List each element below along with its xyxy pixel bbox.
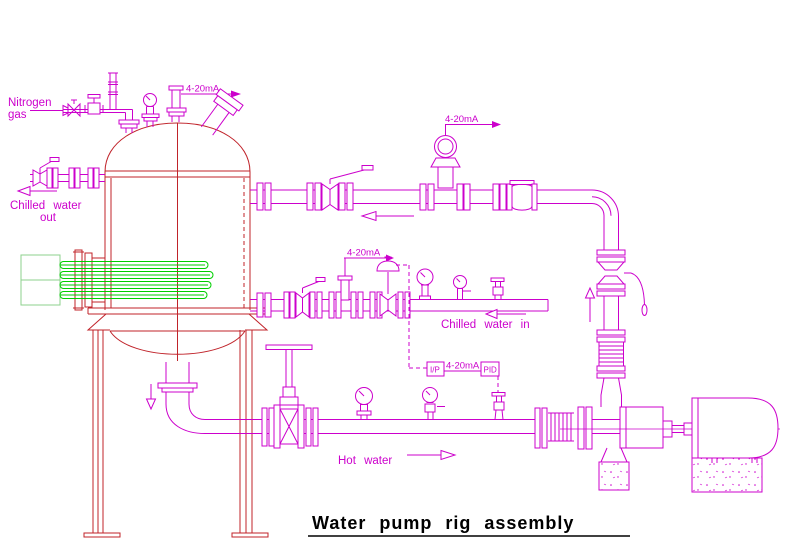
chilled-water-out-line xyxy=(16,157,105,197)
vessel-shell xyxy=(104,172,251,310)
nitrogen-gas-line xyxy=(30,72,140,133)
chilled-water-out-label2: out xyxy=(40,212,57,224)
loop-signal-label: 4-20mA xyxy=(446,361,480,372)
vessel-pressure-gauge xyxy=(141,93,160,127)
nitrogen-isolation-valve xyxy=(67,99,81,118)
top-return-pipe xyxy=(250,121,619,222)
flow-arrow-down-icon xyxy=(145,398,157,411)
chilled-in-thermometer xyxy=(453,275,471,299)
vessel-support-ring xyxy=(87,307,268,315)
heater-element-bundle xyxy=(20,254,214,306)
ip-converter-label: I/P xyxy=(430,366,440,375)
valve-signal-label: 4-20mA xyxy=(347,248,381,259)
heater-nozzle-flange xyxy=(73,249,105,311)
drawing-title: Water pump rig assembly xyxy=(312,513,574,533)
chilled-water-in-line xyxy=(250,254,549,320)
hot-water-label: Hot water xyxy=(338,455,392,467)
vessel-leg-left xyxy=(92,330,104,533)
pump-discharge-riser xyxy=(584,215,648,407)
riser-ball-valve xyxy=(596,261,648,316)
signal-arrow-icon xyxy=(492,121,501,128)
pump-foundation xyxy=(598,461,630,491)
level-signal-label: 4-20mA xyxy=(186,84,220,95)
hot-water-line xyxy=(145,344,620,461)
gate-valve-handwheel xyxy=(265,344,313,350)
angled-spare-nozzle xyxy=(200,88,244,136)
hot-water-pressure-gauge xyxy=(355,387,373,420)
riser-bellows xyxy=(598,342,624,366)
control-signal-loop xyxy=(396,264,500,392)
vessel-dished-bottom xyxy=(109,330,246,355)
top-elbow xyxy=(591,189,619,217)
vessel xyxy=(73,122,269,538)
control-valve xyxy=(376,256,400,317)
nitrogen-gas-label: Nitrogen xyxy=(8,97,51,109)
flow-arrow-up-icon xyxy=(584,286,596,299)
motor xyxy=(691,397,779,493)
vessel-foot-left xyxy=(83,532,121,538)
sight-glass-strainer xyxy=(506,180,538,211)
vessel-foot-right xyxy=(231,532,269,538)
chilled-in-sample-valve xyxy=(490,277,505,299)
flow-arrow-left-icon xyxy=(360,210,377,222)
flow-arrow-right-icon xyxy=(440,449,457,461)
relief-vent-stack xyxy=(108,72,118,110)
vessel-leg-right xyxy=(239,330,253,533)
heater-tubes xyxy=(59,261,214,299)
chilled-water-out-label: Chilled water xyxy=(10,200,82,212)
motor-foundation xyxy=(691,457,763,493)
motor-body xyxy=(691,397,779,459)
level-transmitter xyxy=(166,85,187,122)
hot-water-gate-valve xyxy=(265,344,313,449)
valve-lever-handle xyxy=(641,304,648,316)
nitrogen-inlet-flange xyxy=(118,119,140,133)
pump xyxy=(598,406,664,491)
chilled-water-in-label: Chilled water in xyxy=(441,319,530,331)
hot-water-thermometer xyxy=(422,387,445,420)
nitrogen-pressure-regulator xyxy=(84,94,104,115)
flow-arrow-left-icon xyxy=(484,308,498,320)
chilled-out-ball-valve xyxy=(32,157,60,187)
ip-converter-box xyxy=(426,361,445,377)
chilled-in-ball-valve xyxy=(295,277,326,319)
signal-arrow-icon xyxy=(231,90,241,98)
top-pipe-ball-valve xyxy=(321,165,374,211)
temperature-sensor xyxy=(491,392,506,420)
pressure-transmitter-wafer xyxy=(337,258,353,301)
chilled-in-pressure-gauge xyxy=(416,268,434,300)
signal-arrow-icon xyxy=(386,254,394,262)
flow-transmitter xyxy=(430,125,461,189)
flow-arrow-left-icon xyxy=(16,185,31,197)
suction-bellows xyxy=(548,412,574,442)
pid-controller-label: PID xyxy=(484,366,498,375)
pid-controller-box xyxy=(480,361,500,377)
flow-signal-label: 4-20mA xyxy=(445,114,479,125)
drain-elbow xyxy=(165,403,206,434)
nitrogen-gas-label2: gas xyxy=(8,109,27,121)
